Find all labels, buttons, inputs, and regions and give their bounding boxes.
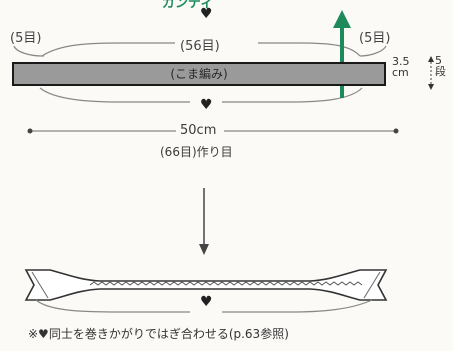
heart-mark-bottom: ♥ <box>200 294 213 310</box>
center-stitch-count: (56目) <box>180 39 220 54</box>
center-bracket <box>41 42 361 57</box>
height-cm-unit: cm <box>392 66 409 79</box>
down-arrow-head <box>199 244 209 255</box>
left-stitch-count: (5目) <box>10 31 42 46</box>
under-bracket <box>39 87 363 103</box>
right-stitch-count: (5目) <box>359 31 391 46</box>
right-bracket <box>359 45 387 57</box>
whipstitch-seam <box>89 281 363 286</box>
band-label: (こま編み) <box>170 67 228 81</box>
width-label: 50cm <box>180 123 217 138</box>
bottom-bracket <box>35 299 373 313</box>
joined-band-inner-right <box>363 271 381 299</box>
left-bracket <box>13 45 44 57</box>
height-rows-measure: 5 段 <box>435 55 446 77</box>
height-rows-value: 5 <box>435 54 442 67</box>
height-cm-measure: 3.5 cm <box>392 56 410 78</box>
heart-mark-top: ♥ <box>200 6 213 22</box>
width-end-right <box>393 128 399 134</box>
top-partial-label: ガンディ <box>162 0 214 11</box>
crochet-band: (こま編み) <box>12 62 386 86</box>
width-end-left <box>27 128 33 134</box>
height-arrow-up <box>428 56 434 62</box>
green-arrow-head <box>333 10 351 28</box>
height-cm-value: 3.5 <box>392 55 410 68</box>
joined-band-inner-left <box>31 271 49 299</box>
joined-band-outline <box>24 269 388 301</box>
heart-mark-under: ♥ <box>200 97 213 113</box>
height-rows-unit: 段 <box>435 65 446 78</box>
footnote: ※♥同士を巻きかがりではぎ合わせる(p.63参照) <box>28 327 289 341</box>
cast-on-label: (66目)作り目 <box>160 145 233 159</box>
height-arrow-down <box>428 84 434 90</box>
